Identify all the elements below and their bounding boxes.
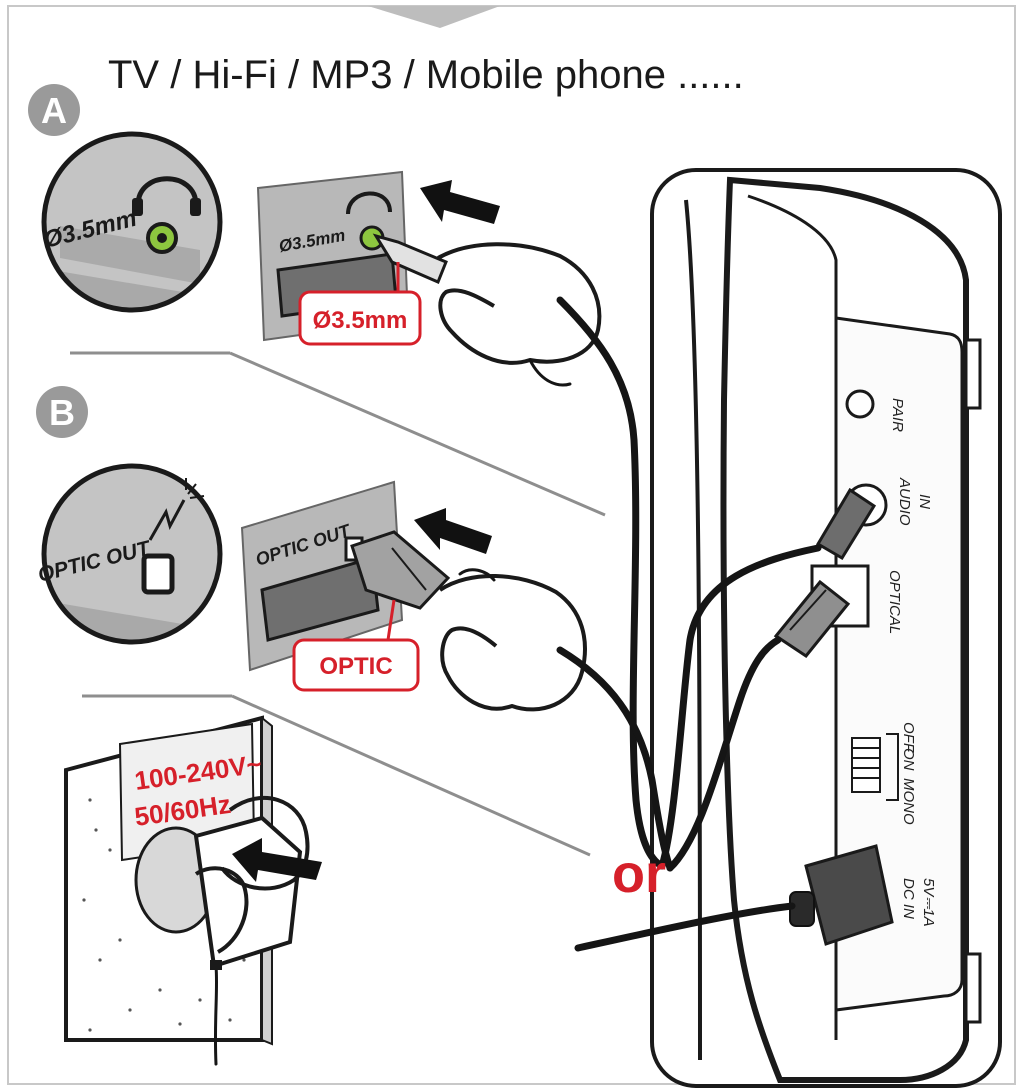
device-bevel: [747, 194, 838, 1040]
dc-in-label: DC IN: [900, 878, 917, 919]
step-a-hand-fold: [528, 358, 572, 387]
cable-audio-from-source: [556, 296, 666, 870]
optical-plug-ridge: [391, 547, 427, 591]
step-b-letter: B: [49, 392, 75, 433]
step-b-thumb: [458, 568, 496, 582]
step-a-letter: A: [41, 90, 67, 131]
or-separator: or: [612, 844, 666, 904]
optical-in-plug-ridge: [789, 589, 827, 631]
device-foot-top: [964, 338, 982, 410]
insert-arrow-b: [414, 508, 492, 554]
power-cord-plug: [210, 960, 222, 970]
optical-label: OPTICAL: [886, 570, 903, 634]
device-side-edge: [684, 199, 702, 1061]
audio-plug: [372, 233, 448, 284]
dc-plug: [804, 844, 894, 946]
device-section: PAIR AUDIO IN OPTICAL MONO ON OFF DC IN …: [650, 168, 1002, 1088]
callout-b-label: OPTIC: [319, 653, 392, 680]
power-cord: [213, 964, 219, 1066]
off-label: OFF: [900, 722, 917, 753]
separator-line-b-diagonal: [231, 694, 591, 857]
cables: [556, 296, 822, 952]
dc-spec-label: 5V⎓1A: [920, 878, 937, 927]
pair-label: PAIR: [889, 398, 906, 432]
cable-optical-from-source: [556, 646, 674, 872]
audio-in-label-2: IN: [916, 494, 933, 509]
power-hand: [220, 795, 310, 891]
audio-jack-icon: [146, 222, 178, 254]
separator-line-a-diagonal: [229, 351, 606, 517]
step-b-zoom-circle: OPTIC OUT: [36, 463, 223, 645]
step-a-hand: [437, 242, 602, 365]
pair-button: [845, 389, 875, 419]
power-hand-fingers: [194, 866, 249, 954]
wall-outlet-section: 100-240V~ 50/60Hz: [64, 715, 322, 1066]
step-a-zoom-circle: Ø3.5mm: [41, 131, 223, 313]
step-a-badge: A: [28, 84, 80, 136]
power-adapter: [193, 815, 303, 969]
step-b-panel: OPTIC OUT OPTIC: [240, 480, 587, 712]
panel-headphones-icon: [346, 191, 392, 215]
mono-label: MONO: [900, 778, 917, 825]
frame-border: [7, 5, 1016, 1085]
cable-audio-to-device: [658, 544, 822, 870]
audio-in-label: AUDIO: [896, 477, 913, 526]
mono-switch: [851, 733, 899, 801]
callout-a-box: [298, 290, 422, 346]
audio-in-plug: [815, 487, 877, 561]
diagram-title: TV / Hi-Fi / MP3 / Mobile phone ......: [108, 53, 744, 97]
callout-a-label: Ø3.5mm: [313, 307, 408, 334]
step-b-hand: [438, 574, 587, 712]
callout-b-box: [292, 638, 420, 692]
step-a-panel: Ø3.5mm Ø3.5mm: [256, 170, 602, 387]
laser-icon: [148, 478, 205, 541]
optical-in-plug: [773, 579, 851, 659]
on-label: ON: [900, 748, 917, 771]
cable-optical-to-device: [666, 636, 782, 872]
insert-arrow-power: [232, 838, 322, 882]
top-arrow-tab: [368, 6, 500, 28]
optical-port-icon: [141, 553, 175, 595]
cable-dc: [574, 902, 796, 952]
step-b-badge: B: [36, 386, 88, 438]
headphones-icon: [132, 176, 201, 216]
insert-arrow-a: [420, 180, 500, 224]
device-foot-bottom: [964, 952, 982, 1024]
